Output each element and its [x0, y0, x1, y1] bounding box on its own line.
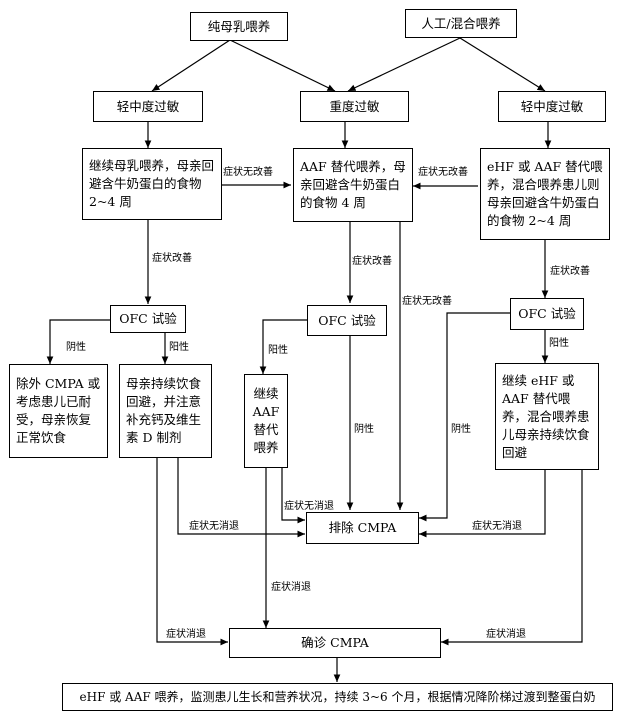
node-mild-allergy-left: 轻中度过敏 [93, 91, 203, 122]
label-improvement-right: 症状改善 [550, 266, 590, 277]
label-no-improvement-right: 症状无改善 [418, 167, 468, 178]
label-positive-mid: 阳性 [268, 345, 288, 356]
node-aaf-4-weeks: AAF 替代喂养，母亲回避含牛奶蛋白的食物 4 周 [293, 148, 413, 222]
label-resolved-right: 症状消退 [486, 629, 526, 640]
label-positive-right: 阳性 [549, 338, 569, 349]
label-negative-right: 阴性 [451, 424, 471, 435]
node-exclude-cmpa-or-tolerant: 除外 CMPA 或考虑患儿已耐受，母亲恢复正常饮食 [9, 364, 108, 458]
label-negative-mid: 阴性 [354, 424, 374, 435]
label-improvement-left: 症状改善 [152, 253, 192, 264]
label-resolved-mid: 症状消退 [271, 582, 311, 593]
node-exclude-cmpa: 排除 CMPA [306, 512, 419, 544]
node-mother-avoidance-supplements: 母亲持续饮食回避，并注意补充钙及维生素 D 制剂 [119, 364, 212, 458]
node-mild-allergy-right: 轻中度过敏 [498, 91, 606, 122]
label-resolved-left: 症状消退 [166, 629, 206, 640]
node-confirm-cmpa: 确诊 CMPA [229, 628, 441, 658]
node-severe-allergy: 重度过敏 [300, 91, 409, 122]
label-positive-left: 阳性 [169, 342, 189, 353]
node-ofc-test-left: OFC 试验 [110, 305, 186, 333]
node-final-plan: eHF 或 AAF 喂养，监测患儿生长和营养状况，持续 3~6 个月，根据情况降… [62, 683, 613, 711]
label-not-resolved-right: 症状无消退 [472, 521, 522, 532]
node-continue-breastfeeding: 继续母乳喂养，母亲回避含牛奶蛋白的食物 2~4 周 [82, 148, 222, 220]
node-ofc-test-right: OFC 试验 [510, 298, 584, 330]
node-ofc-test-mid: OFC 试验 [307, 305, 387, 336]
node-artificial-mixed-feeding: 人工/混合喂养 [405, 9, 517, 38]
label-no-improvement-mid: 症状无改善 [402, 296, 452, 307]
label-negative-left: 阴性 [66, 342, 86, 353]
node-pure-breastfeeding: 纯母乳喂养 [190, 12, 288, 41]
label-not-resolved-left: 症状无消退 [189, 521, 239, 532]
node-ehf-or-aaf: eHF 或 AAF 替代喂养，混合喂养患儿则母亲回避含牛奶蛋白的食物 2~4 周 [480, 148, 610, 240]
label-improvement-mid: 症状改善 [352, 256, 392, 267]
node-continue-ehf-or-aaf: 继续 eHF 或 AAF 替代喂养，混合喂养患儿母亲持续饮食回避 [495, 363, 599, 470]
node-continue-aaf: 继续 AAF 替代喂养 [244, 374, 288, 468]
label-no-improvement-left: 症状无改善 [223, 167, 273, 178]
label-not-resolved-mid: 症状无消退 [284, 501, 334, 512]
